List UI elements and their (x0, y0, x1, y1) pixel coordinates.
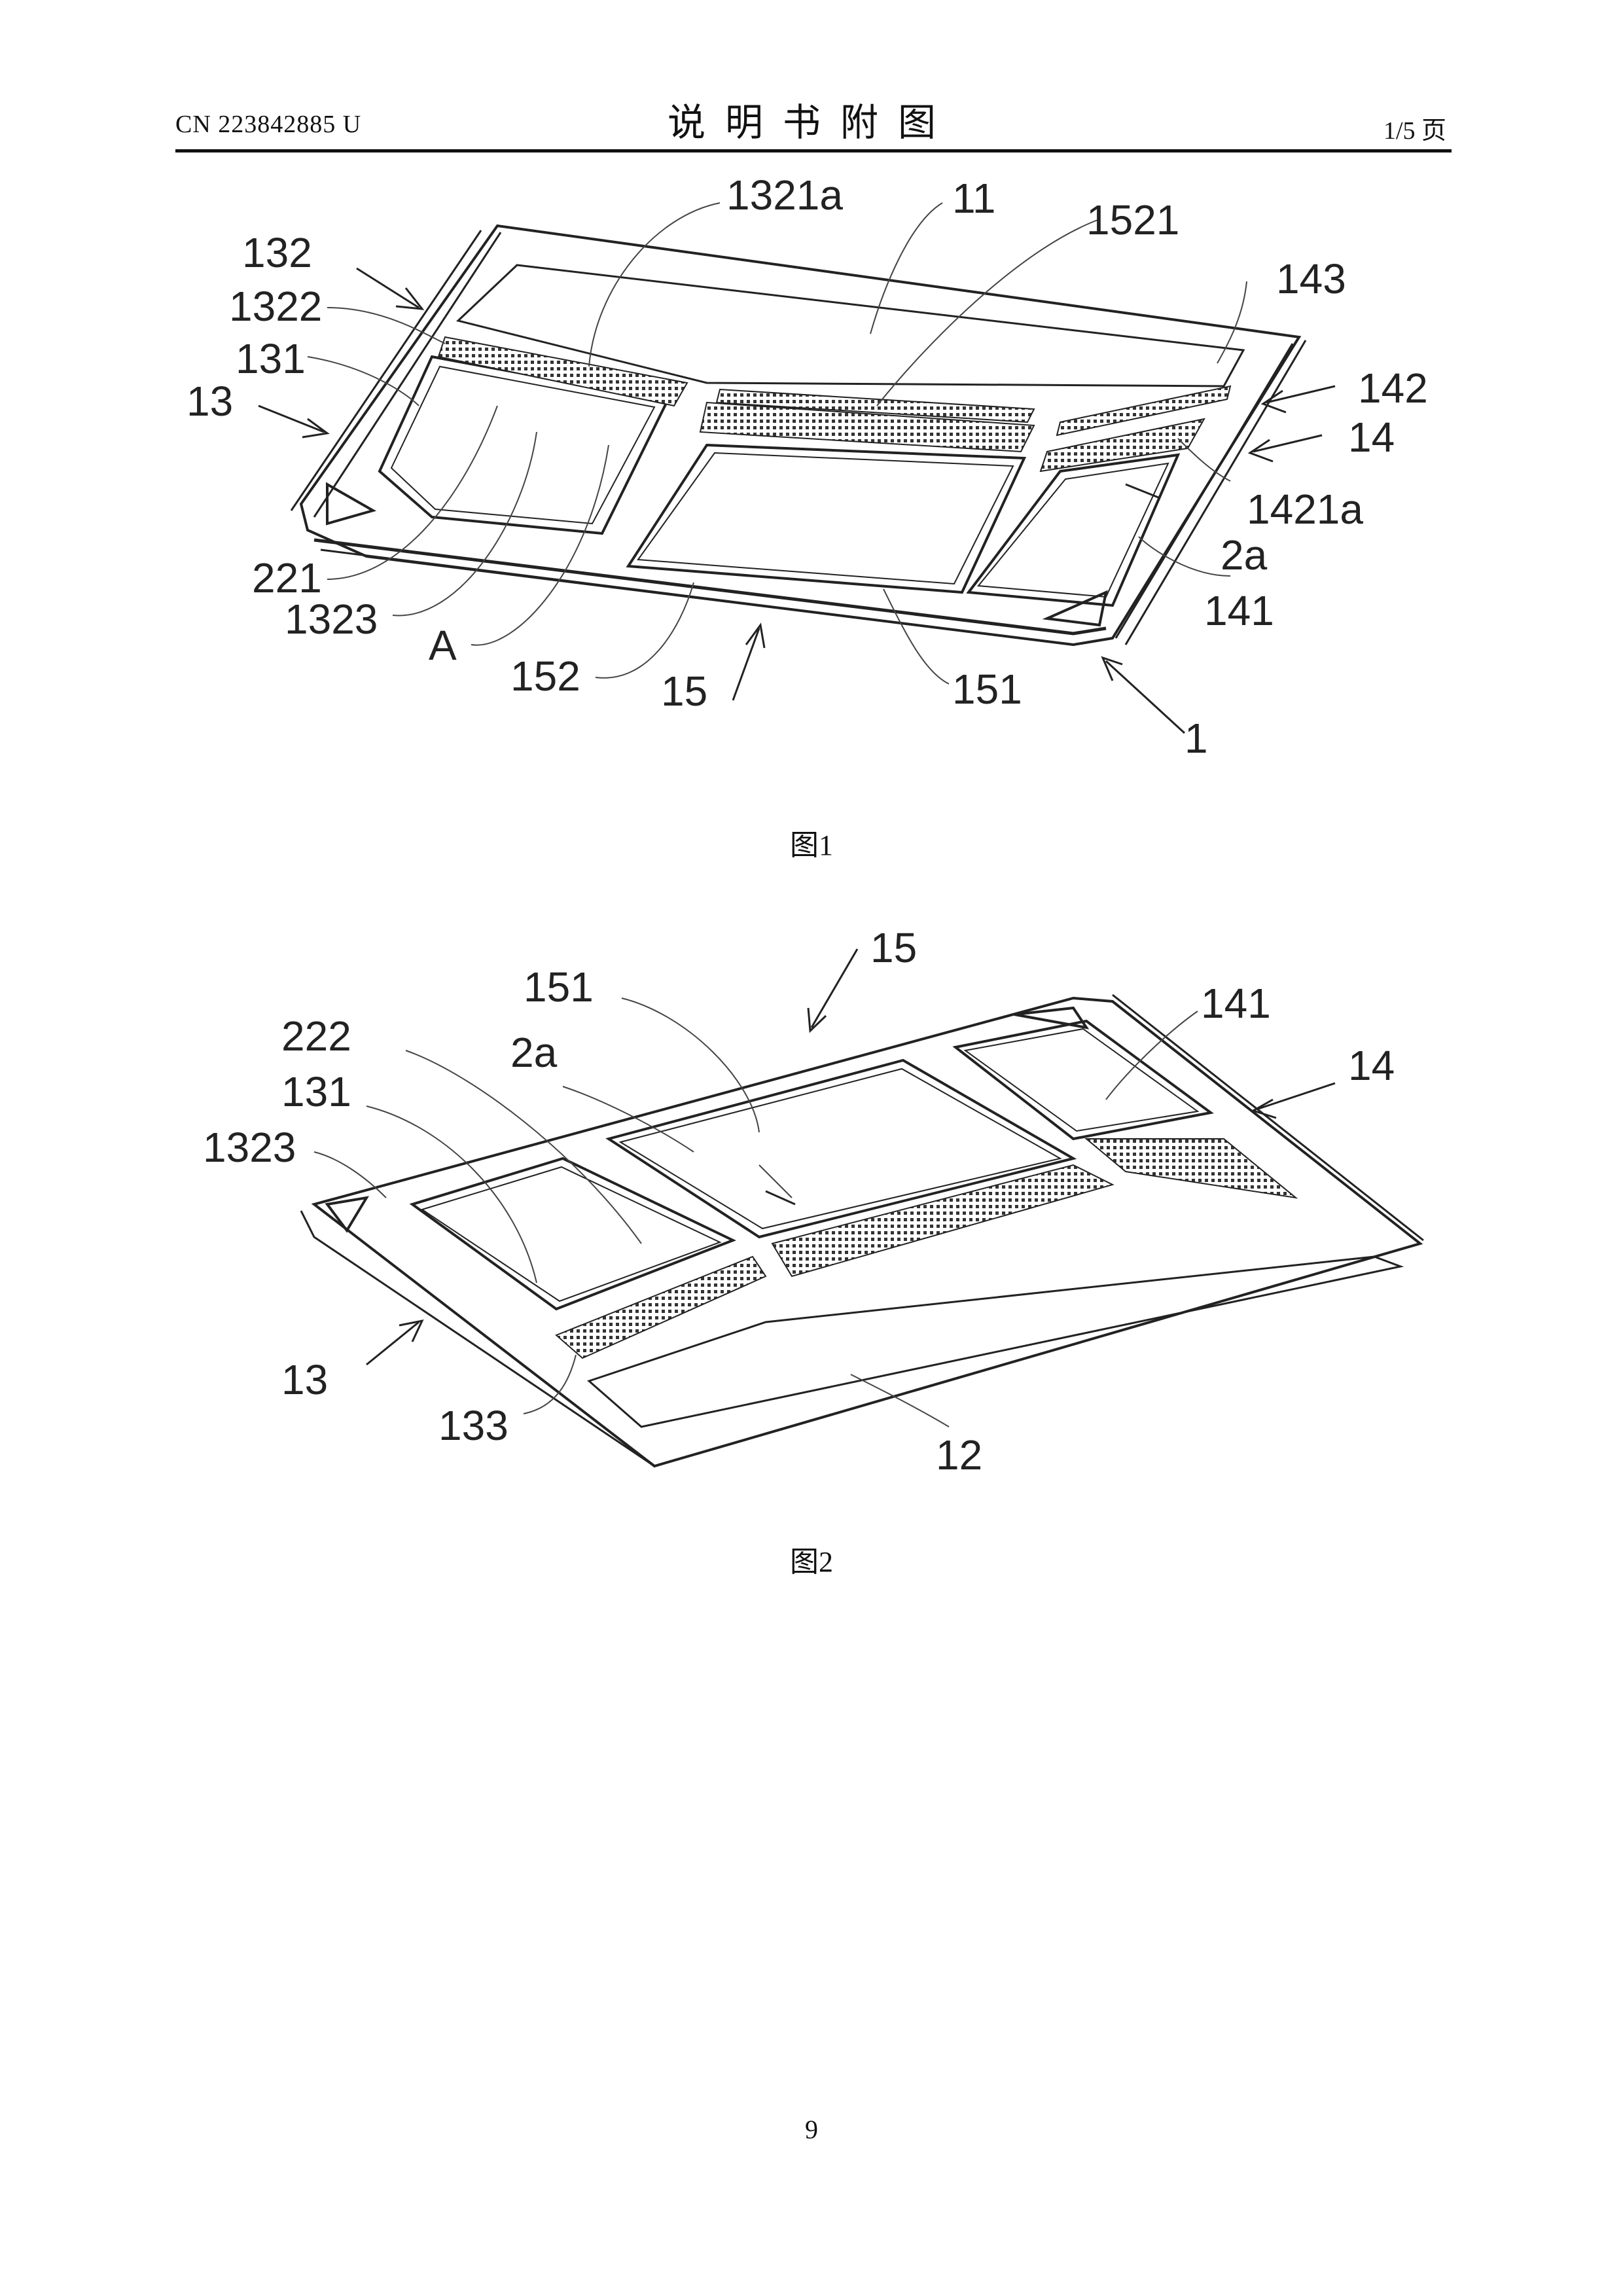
fig2-hatch-right (1086, 1139, 1296, 1198)
fig1-triangle-right (1047, 592, 1106, 625)
fig1-label-2a: 2a (1221, 531, 1268, 579)
fig1-hatch-143 (1057, 386, 1230, 435)
figure-1-drawing: 1321a 11 1521 132 143 1322 142 131 14 13… (0, 0, 1623, 818)
fig1-label-14: 14 (1348, 414, 1395, 461)
fig2-label-14: 14 (1348, 1042, 1395, 1089)
fig1-label-1421a: 1421a (1247, 486, 1363, 533)
fig1-label-A: A (429, 622, 457, 669)
fig1-label-15: 15 (661, 668, 707, 715)
fig1-label-1322: 1322 (229, 283, 322, 330)
fig1-triangle-left (327, 484, 373, 524)
fig2-hatch-133 (556, 1257, 766, 1358)
fig1-label-141: 141 (1204, 587, 1274, 634)
figure-2-caption: 图2 (0, 1538, 1623, 1580)
fig1-label-1321a: 1321a (726, 171, 843, 219)
fig1-label-1: 1 (1185, 715, 1208, 762)
fig1-label-132: 132 (242, 229, 312, 276)
page-number: 9 (0, 2114, 1623, 2145)
fig1-label-221: 221 (252, 554, 322, 601)
fig1-label-11: 11 (952, 175, 995, 222)
fig1-label-13: 13 (187, 378, 233, 425)
fig2-label-222: 222 (281, 1013, 351, 1060)
figure-2-drawing: 15 151 141 222 2a 14 131 1323 13 133 12 (0, 903, 1623, 1518)
fig1-label-131: 131 (236, 335, 306, 382)
fig2-triangle-left (327, 1198, 366, 1230)
fig2-label-15: 15 (870, 924, 917, 971)
fig1-label-142: 142 (1358, 365, 1428, 412)
fig2-label-133: 133 (438, 1402, 508, 1449)
fig1-label-143: 143 (1276, 255, 1346, 302)
fig1-label-1521: 1521 (1086, 196, 1179, 243)
fig2-label-1323: 1323 (203, 1124, 296, 1171)
fig1-label-1323: 1323 (285, 596, 378, 643)
fig1-window-151 (628, 445, 1024, 592)
figure-1-caption: 图1 (0, 821, 1623, 863)
fig2-label-12: 12 (936, 1431, 982, 1479)
fig1-label-151: 151 (952, 666, 1022, 713)
fig2-label-131: 131 (281, 1068, 351, 1115)
fig2-label-2a: 2a (510, 1029, 558, 1076)
fig1-label-152: 152 (510, 653, 580, 700)
fig2-label-13: 13 (281, 1356, 328, 1403)
fig2-label-151: 151 (524, 963, 594, 1011)
fig2-label-141: 141 (1201, 980, 1271, 1027)
